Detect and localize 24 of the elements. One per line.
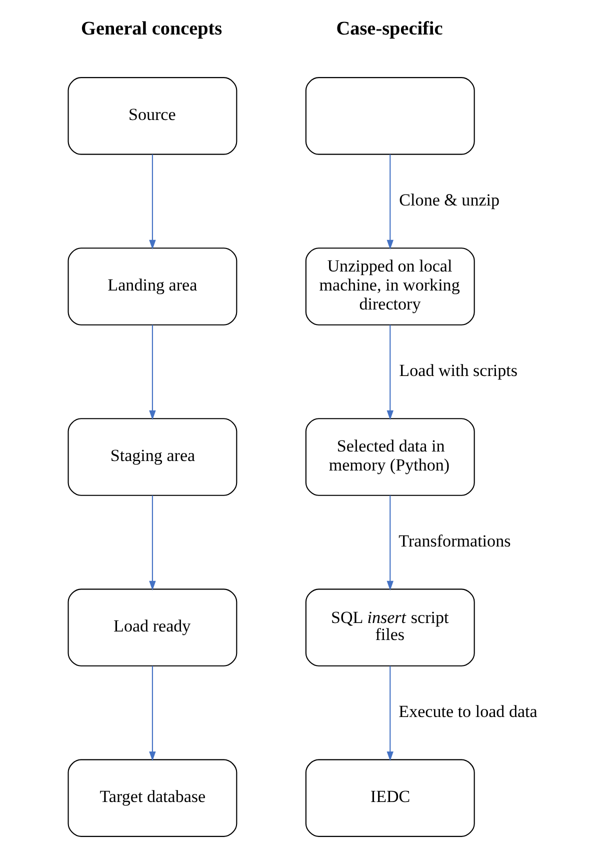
arrow [386,324,394,420]
node-box [305,77,475,155]
node-box: Unzipped on local machine, in working directory [305,248,475,326]
label: Case-specific [336,18,443,40]
arrow [149,154,156,250]
arrow [149,495,156,591]
node-box: Target database [68,759,238,837]
node-box: Load ready [68,588,238,666]
node-box: IEDC [305,759,475,837]
arrow [149,666,156,762]
node-box: SQL insert script files [305,588,475,666]
node-box: Source [68,77,238,155]
edge-label: Load with scripts [399,360,518,380]
node-box: Selected data in memory (Python) [305,418,475,496]
edge-label: Clone & unzip [399,190,500,210]
edge-label: Transformations [398,531,511,550]
label: General concepts [81,18,222,40]
node-box: Staging area [68,418,238,496]
arrow [386,495,394,591]
arrow [386,154,394,250]
edge-label: Execute to load data [398,702,538,721]
arrow [386,666,394,762]
arrow [149,324,156,420]
node-box: Landing area [68,248,238,326]
